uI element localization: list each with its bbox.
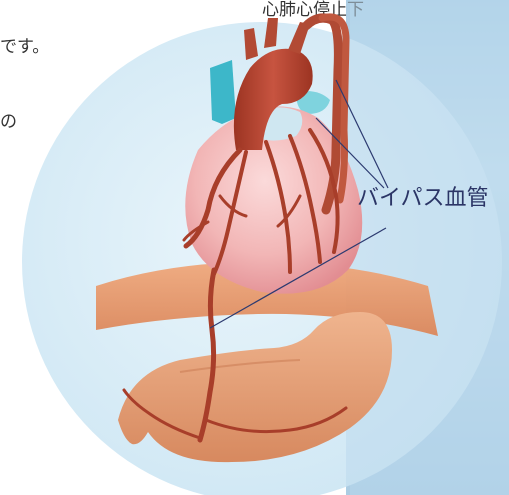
vena-cava bbox=[210, 60, 236, 124]
panel-overlay bbox=[346, 0, 509, 495]
callout-label: バイパス血管 bbox=[357, 186, 489, 211]
